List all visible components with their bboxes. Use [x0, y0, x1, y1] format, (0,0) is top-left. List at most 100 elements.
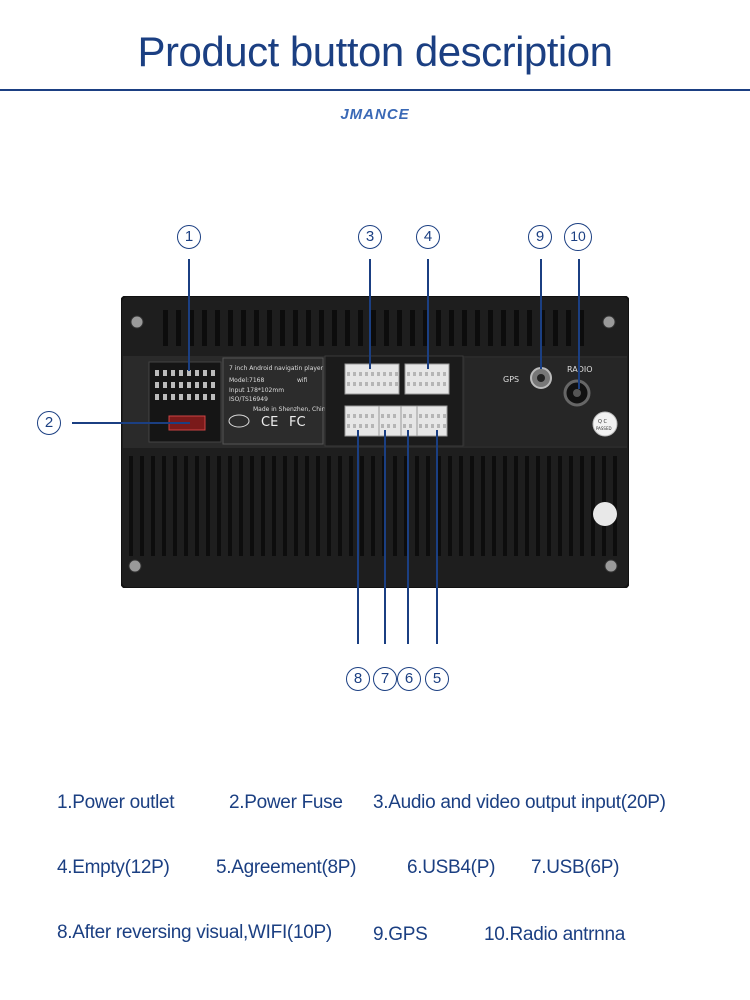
connector-pin [347, 424, 350, 428]
connector-pin [353, 414, 356, 418]
power-pin [187, 394, 191, 400]
product-label-sticker [222, 357, 324, 445]
leader-line-7 [384, 430, 386, 644]
power-pin [203, 382, 207, 388]
page-title: Product button description [137, 28, 613, 75]
connector-pin [395, 382, 398, 386]
leader-line-2 [72, 422, 190, 424]
heatsink-fin [492, 456, 496, 556]
power-pin [155, 370, 159, 376]
connector-pin [359, 382, 362, 386]
svg-text:Q C: Q C [598, 419, 608, 425]
heatsink-fin [184, 456, 188, 556]
heatsink-fin [327, 456, 331, 556]
vent-slot [176, 310, 181, 346]
legend-item-5: 5.Agreement(8P) [216, 857, 357, 878]
power-pin [195, 382, 199, 388]
heatsink-fin [162, 456, 166, 556]
power-pin [171, 382, 175, 388]
connector-pin [431, 414, 434, 418]
connector-pin [381, 414, 384, 418]
power-pin [195, 394, 199, 400]
power-pin [171, 394, 175, 400]
connector-pin [365, 414, 368, 418]
heatsink-fin [371, 456, 375, 556]
connector-pin [371, 414, 374, 418]
reversing-wifi-connector-10p [344, 405, 380, 437]
vent-slot [371, 310, 376, 346]
power-pin [203, 370, 207, 376]
connector-pin [443, 382, 446, 386]
heatsink-fin [569, 456, 573, 556]
heatsink-fin [536, 456, 540, 556]
brand-logo: JMANCE [340, 106, 410, 123]
screw-icon [604, 559, 618, 573]
callout-4: 4 [416, 225, 440, 249]
connector-pin [383, 372, 386, 376]
heatsink-fin [250, 456, 254, 556]
vent-slot [228, 310, 233, 346]
heatsink-fin [206, 456, 210, 556]
power-pin [171, 370, 175, 376]
vent-slot [553, 310, 558, 346]
connector-pin [419, 414, 422, 418]
vent-slot [358, 310, 363, 346]
power-pin [163, 382, 167, 388]
connector-pin [419, 372, 422, 376]
vent-slot [579, 310, 584, 346]
usb-connector-6p [378, 405, 402, 437]
label-line: 7 inch Android navigatin player [229, 365, 324, 372]
heatsink-fin [349, 456, 353, 556]
vent-slot [202, 310, 207, 346]
callout-3: 3 [358, 225, 382, 249]
callout-5: 5 [425, 667, 449, 691]
heatsink-fin [360, 456, 364, 556]
leader-line-3 [369, 259, 371, 369]
leader-line-10 [578, 259, 580, 389]
vent-slot [254, 310, 259, 346]
connector-pin [443, 414, 446, 418]
leader-line-5 [436, 430, 438, 644]
connector-pin [393, 424, 396, 428]
connector-pin [381, 424, 384, 428]
connector-pin [431, 424, 434, 428]
connector-pin [409, 424, 412, 428]
top-vent-slots [163, 310, 584, 346]
callout-6: 6 [397, 667, 421, 691]
heatsink-fin [129, 456, 133, 556]
connector-pin [359, 372, 362, 376]
vent-slot [397, 310, 402, 346]
connector-pin [409, 414, 412, 418]
heatsink-fin [338, 456, 342, 556]
legend-item-7: 7.USB(6P) [531, 857, 620, 878]
label-line: Input 178*102mm [229, 387, 284, 394]
heatsink-fin [228, 456, 232, 556]
vent-slot [293, 310, 298, 346]
connector-pin [359, 414, 362, 418]
vent-slot [475, 310, 480, 346]
leader-line-4 [427, 259, 429, 369]
leader-line-9 [540, 259, 542, 369]
vent-slot [462, 310, 467, 346]
heatsink-fin [591, 456, 595, 556]
vent-slot [384, 310, 389, 346]
heatsink-fin [140, 456, 144, 556]
connector-pin [413, 372, 416, 376]
connector-pin [413, 382, 416, 386]
vent-slot [488, 310, 493, 346]
connector-pin [389, 372, 392, 376]
connector-pin [425, 372, 428, 376]
heatsink-fin [426, 456, 430, 556]
vent-slot [215, 310, 220, 346]
power-pin [187, 382, 191, 388]
connector-pin [347, 372, 350, 376]
power-pin [211, 394, 215, 400]
vent-slot [189, 310, 194, 346]
vent-slot [319, 310, 324, 346]
connector-pin [407, 372, 410, 376]
power-pin [211, 382, 215, 388]
screw-icon [130, 315, 144, 329]
sticker-round [593, 502, 617, 526]
av-connector-20p [344, 363, 400, 395]
connector-pin [365, 424, 368, 428]
